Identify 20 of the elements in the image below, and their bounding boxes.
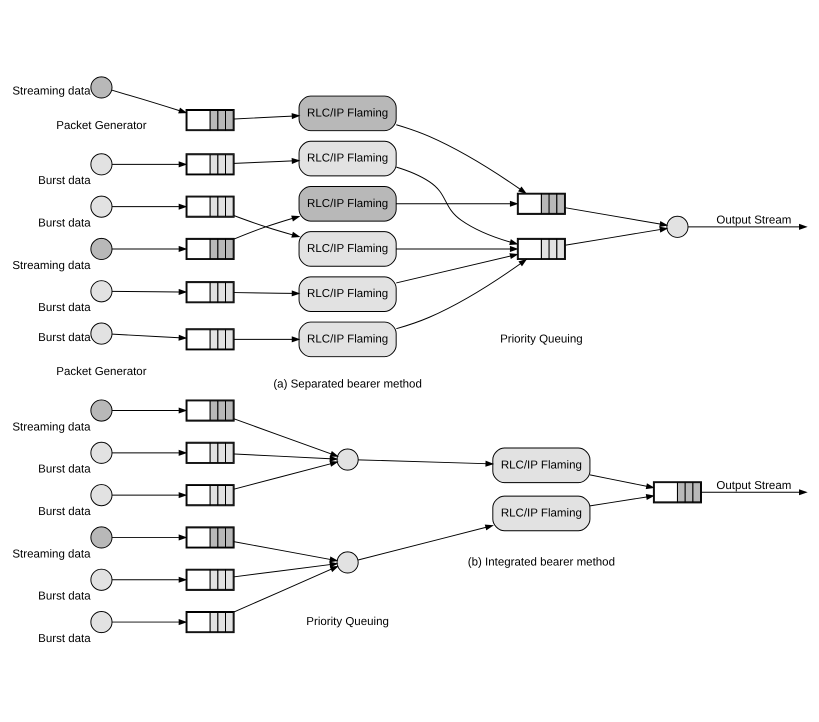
label: (a) Separated bearer method — [273, 378, 422, 391]
label: Priority Queuing — [306, 616, 389, 628]
node-label: Streaming data — [12, 421, 90, 434]
node-label: Burst data — [38, 506, 91, 518]
node-label: Streaming data — [12, 86, 90, 98]
label: Packet Generator — [56, 120, 147, 132]
node-label: Burst data — [38, 332, 91, 344]
label: (b) Integrated bearer method — [468, 556, 615, 568]
node-label: Burst data — [38, 175, 91, 188]
label: Packet Generator — [56, 366, 147, 378]
node-label: Burst data — [38, 217, 91, 230]
edge-label: Output Stream — [716, 480, 792, 492]
edge-label: Output Stream — [716, 214, 792, 227]
node-label: Burst data — [38, 590, 91, 603]
node-label: Streaming data — [12, 260, 90, 272]
node-label: Streaming data — [12, 548, 90, 560]
node-label: Burst data — [38, 464, 91, 476]
node-label: Burst data — [38, 302, 91, 314]
node-label: Burst data — [38, 632, 91, 645]
label: Priority Queuing — [500, 333, 583, 346]
